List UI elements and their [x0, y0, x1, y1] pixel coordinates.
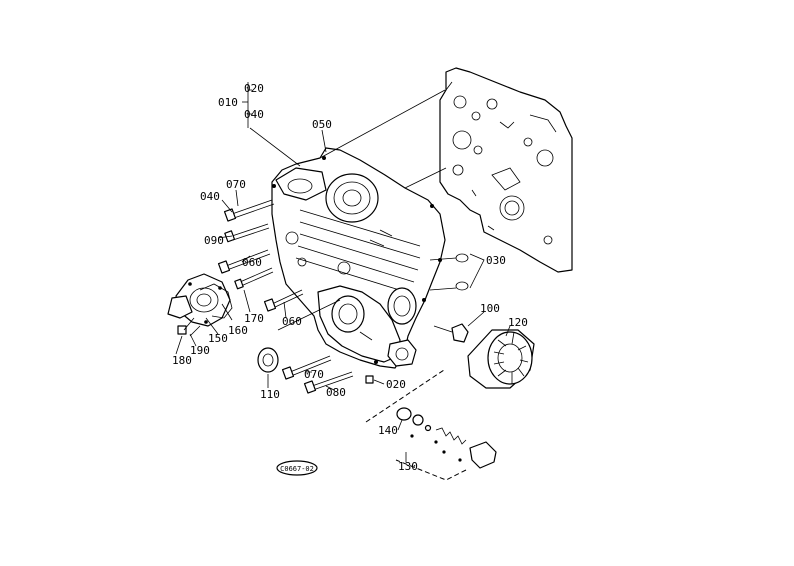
drawing-stamp: C0667-02: [276, 460, 318, 476]
callout-130: 130: [398, 460, 418, 473]
leader-lines: [175, 82, 511, 462]
callout-160: 160: [228, 324, 248, 337]
callout-010: 010: [218, 96, 238, 109]
callout-030: 030: [486, 254, 506, 267]
callout-040-bolt: 040: [200, 190, 220, 203]
callout-110: 110: [260, 388, 280, 401]
callout-100: 100: [480, 302, 500, 315]
oil-filter: [433, 323, 535, 389]
callout-020: 020: [244, 82, 264, 95]
callout-170: 170: [244, 312, 264, 325]
relief-valve-parts: [365, 369, 497, 481]
gear-case: [271, 89, 447, 369]
callout-190: 190: [190, 344, 210, 357]
o-rings-030: [429, 253, 469, 291]
stamp-label: C0667-02: [280, 465, 314, 473]
callout-140: 140: [378, 424, 398, 437]
engine-block: [439, 67, 573, 273]
callout-180: 180: [172, 354, 192, 367]
callout-150: 150: [208, 332, 228, 345]
oil-seal: [257, 347, 279, 373]
callout-labels: 010 020 040 050 070 040 090 060 170 060 …: [172, 82, 528, 473]
callout-120: 120: [508, 316, 528, 329]
callout-020-nut: 020: [386, 378, 406, 391]
callout-040: 040: [244, 108, 264, 121]
callout-060: 060: [242, 256, 262, 269]
callout-060-lower: 060: [282, 315, 302, 328]
bolts-group: [217, 199, 374, 394]
callout-080: 080: [326, 386, 346, 399]
callout-070: 070: [226, 178, 246, 191]
callout-090: 090: [204, 234, 224, 247]
callout-050: 050: [312, 118, 332, 131]
callout-070-lower: 070: [304, 368, 324, 381]
thermostat-cover: [167, 273, 233, 337]
